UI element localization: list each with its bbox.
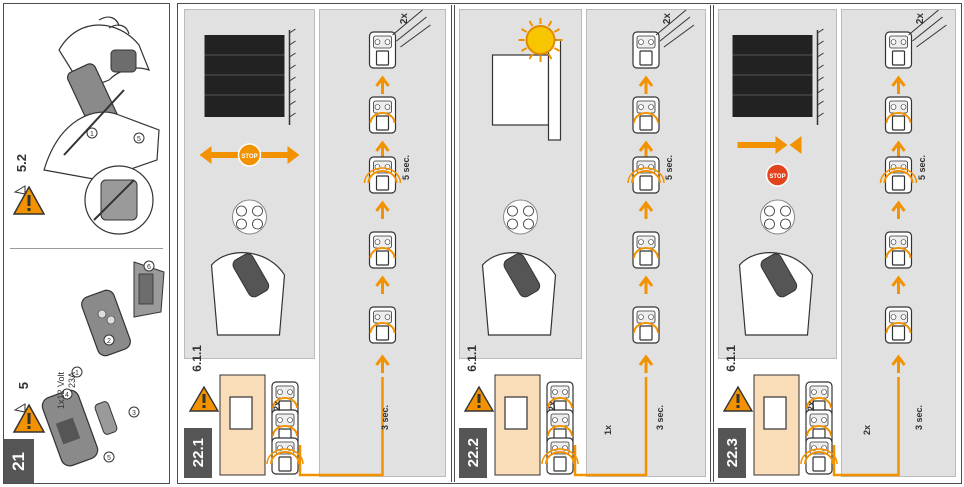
sequence-step-1 bbox=[633, 32, 659, 68]
warning-manual-icon bbox=[465, 387, 493, 411]
hold-duration-label: 5 sec. bbox=[664, 155, 674, 180]
svg-text:6: 6 bbox=[147, 264, 151, 271]
sequence-step-5 bbox=[886, 307, 912, 343]
section-diagram bbox=[455, 5, 710, 482]
sequence-arrow bbox=[893, 357, 905, 373]
section-22-3: STOP 6.1.1 22.3 2x 5 sec. 2x 2x 3 sec. bbox=[714, 5, 960, 482]
warning-manual-icon bbox=[724, 387, 752, 411]
battery-spec-line1: 1x12 Volt bbox=[56, 372, 66, 409]
press-count-label: 2x bbox=[662, 13, 673, 24]
press-count-label: 2x bbox=[915, 13, 926, 24]
press-count-label: 2x bbox=[862, 425, 872, 435]
sequence-step-2 bbox=[633, 97, 659, 133]
stop-direction-icon: STOP bbox=[200, 144, 300, 166]
press-count-label: 1x bbox=[603, 425, 613, 435]
hand-remote-illustration bbox=[212, 200, 285, 335]
receiver-step-2 bbox=[267, 438, 303, 474]
sequence-arrow bbox=[640, 357, 652, 373]
section-badge: 22.2 bbox=[459, 428, 487, 478]
section-badge: 22.3 bbox=[718, 428, 746, 478]
sequence-step-5 bbox=[633, 307, 659, 343]
sequence-arrow bbox=[640, 203, 652, 219]
sequence-step-3 bbox=[881, 157, 917, 193]
hand-remote-illustration bbox=[483, 200, 556, 335]
sequence-step-3 bbox=[365, 157, 401, 193]
hold-duration-label: 3 sec. bbox=[380, 405, 390, 430]
callout-5: 5 bbox=[137, 136, 141, 143]
section-22-1: STOP 6.1.1 22.1 2x 5 sec. 2x 3 sec. bbox=[180, 5, 450, 482]
sequence-step-5 bbox=[370, 307, 396, 343]
section-22-2: 6.1.1 22.2 2x 5 sec. 2x 1x 3 sec. bbox=[455, 5, 710, 482]
section-separator bbox=[451, 5, 455, 482]
sequence-arrow bbox=[893, 203, 905, 219]
sequence-step-4 bbox=[370, 232, 396, 268]
sequence-step-3 bbox=[628, 157, 664, 193]
hold-duration-label: 5 sec. bbox=[917, 155, 927, 180]
hold-duration-label: 3 sec. bbox=[914, 405, 924, 430]
callout-1: 1 bbox=[90, 131, 94, 138]
connector-arrow bbox=[300, 377, 383, 475]
sequence-step-4 bbox=[633, 232, 659, 268]
figure-21-divider bbox=[10, 248, 163, 249]
wall-unit-programming bbox=[220, 375, 265, 475]
sequence-step-4 bbox=[886, 232, 912, 268]
sequence-step-1 bbox=[886, 32, 912, 68]
sequence-arrow bbox=[377, 357, 389, 373]
section-separator bbox=[710, 5, 714, 482]
sequence-arrow bbox=[377, 278, 389, 294]
ref-label: 6.1.1 bbox=[724, 345, 738, 372]
hand-remote-illustration bbox=[740, 200, 813, 335]
svg-text:2: 2 bbox=[107, 338, 111, 345]
battery-spec-line2: 23A bbox=[67, 372, 77, 388]
wall-unit-programming bbox=[754, 375, 799, 475]
wall-unit-programming bbox=[495, 375, 540, 475]
section-diagram: STOP bbox=[180, 5, 450, 482]
section-badge: 22.1 bbox=[184, 428, 212, 478]
sequence-arrow bbox=[893, 278, 905, 294]
press-count-label: 2x bbox=[806, 401, 816, 411]
roller-shutter-illustration bbox=[205, 29, 296, 125]
figure-21-panel: 5.2 5 21 1 5 bbox=[3, 3, 170, 484]
stop-label: STOP bbox=[769, 174, 785, 180]
sequence-arrow bbox=[377, 203, 389, 219]
receiver-step-2 bbox=[801, 438, 837, 474]
warning-manual-icon bbox=[190, 387, 218, 411]
ref-5-2-label: 5.2 bbox=[14, 154, 29, 172]
figure-21-badge: 21 bbox=[4, 439, 34, 483]
ref-label: 6.1.1 bbox=[465, 345, 479, 372]
press-count-label: 2x bbox=[547, 401, 557, 411]
hold-duration-label: 3 sec. bbox=[655, 405, 665, 430]
remote-exploded-illustration: 1 2 3 4 5 6 bbox=[39, 252, 169, 482]
lamp-illustration bbox=[493, 18, 563, 140]
remote-opening-illustration: 1 5 bbox=[39, 10, 169, 245]
stop-direction-icon: STOP bbox=[738, 136, 802, 186]
receiver-step-2 bbox=[542, 438, 578, 474]
svg-text:5: 5 bbox=[107, 455, 111, 462]
ref-label: 6.1.1 bbox=[190, 345, 204, 372]
press-count-label: 2x bbox=[272, 401, 282, 411]
ref-5-label: 5 bbox=[16, 382, 31, 389]
sequence-arrow bbox=[640, 278, 652, 294]
hold-duration-label: 5 sec. bbox=[401, 155, 411, 180]
stop-label: STOP bbox=[241, 154, 257, 160]
sequence-step-2 bbox=[370, 97, 396, 133]
roller-shutter-illustration bbox=[733, 29, 824, 125]
sequence-step-1 bbox=[370, 32, 396, 68]
svg-text:3: 3 bbox=[132, 410, 136, 417]
sequence-step-2 bbox=[886, 97, 912, 133]
sequence-arrow bbox=[640, 78, 652, 94]
press-count-label: 2x bbox=[399, 13, 410, 24]
sequence-arrow bbox=[377, 78, 389, 94]
sequence-arrow bbox=[893, 78, 905, 94]
